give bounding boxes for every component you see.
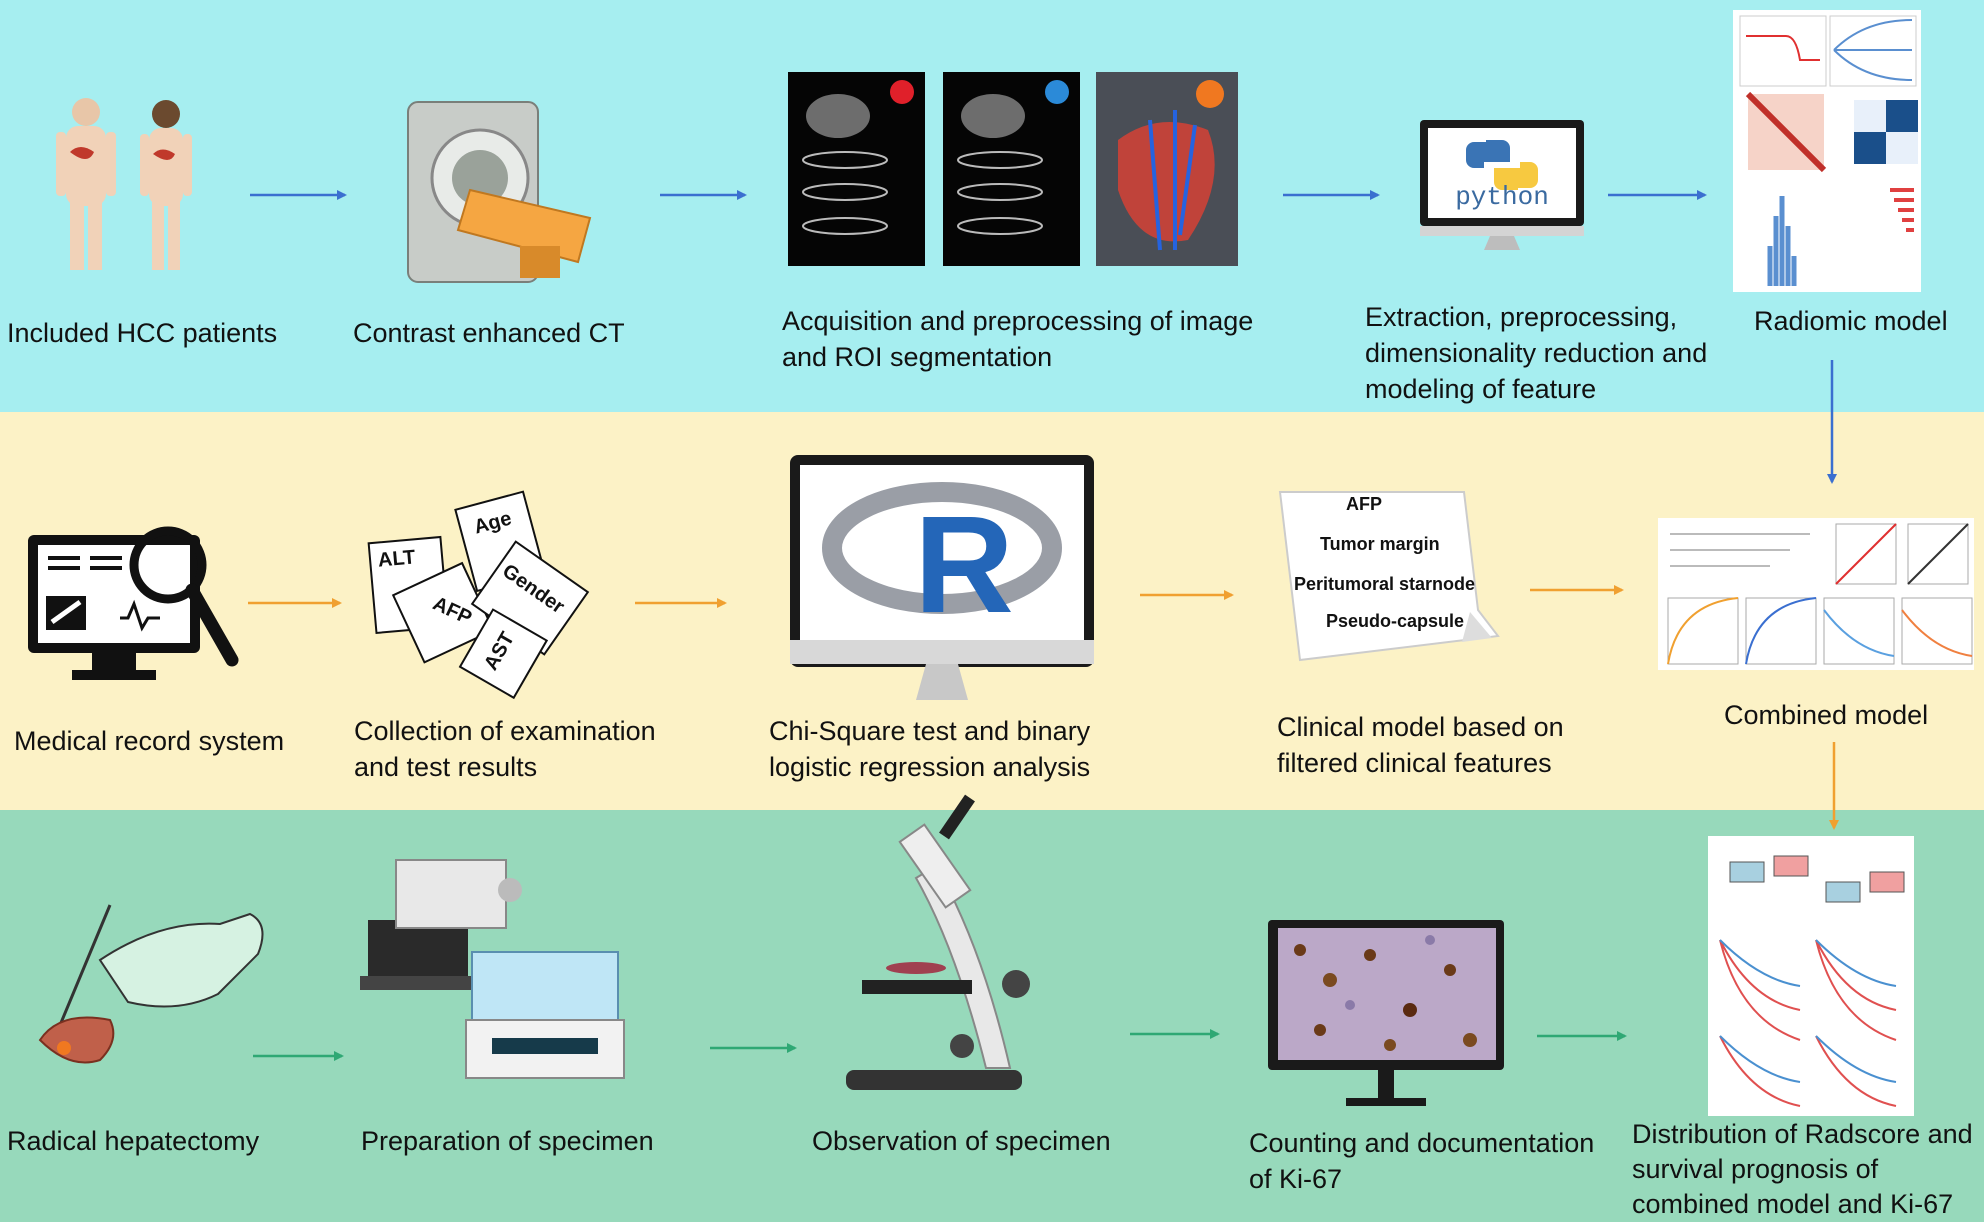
patients-icon bbox=[56, 98, 192, 270]
label-extraction-line-3: modeling of feature bbox=[1365, 374, 1597, 404]
label-preparation-specimen: Preparation of specimen bbox=[361, 1126, 654, 1156]
feature-afp: AFP bbox=[1346, 494, 1382, 514]
medical-record-icon bbox=[28, 526, 239, 680]
label-extraction-line-2: dimensionality reduction and bbox=[1365, 338, 1708, 368]
label-extraction-line-1: Extraction, preprocessing, bbox=[1365, 302, 1678, 332]
python-logo-text: python bbox=[1455, 182, 1549, 212]
label-contrast-enhanced-ct: Contrast enhanced CT bbox=[353, 318, 625, 348]
label-acquisition-line-1: Acquisition and preprocessing of image bbox=[782, 306, 1254, 336]
feature-tumor-margin: Tumor margin bbox=[1320, 534, 1440, 554]
feature-peritumoral-starnode: Peritumoral starnode bbox=[1294, 574, 1476, 594]
radiomic-plots-icon bbox=[1733, 10, 1921, 292]
label-acquisition-line-2: and ROI segmentation bbox=[782, 342, 1053, 372]
ki67-monitor-icon bbox=[1268, 920, 1504, 1106]
label-counting-line-2: of Ki-67 bbox=[1249, 1164, 1343, 1194]
label-radical-hepatectomy: Radical hepatectomy bbox=[7, 1126, 260, 1156]
r-logo-text: R bbox=[914, 488, 1014, 642]
paper-cards-icon bbox=[367, 490, 590, 700]
label-distribution-line-1: Distribution of Radscore and bbox=[1632, 1119, 1973, 1149]
python-monitor-icon: python bbox=[1420, 120, 1584, 250]
label-distribution-line-3: combined model and Ki-67 bbox=[1632, 1189, 1954, 1219]
label-combined-model: Combined model bbox=[1724, 700, 1929, 730]
ct-slices-icon bbox=[788, 72, 1238, 266]
combined-plots-icon bbox=[1658, 518, 1974, 670]
label-clinical-model-line-2: filtered clinical features bbox=[1277, 748, 1552, 778]
label-observation-specimen: Observation of specimen bbox=[812, 1126, 1111, 1156]
label-distribution-line-2: survival prognosis of bbox=[1632, 1154, 1879, 1184]
microscope-icon bbox=[846, 794, 1030, 1090]
label-included-hcc-patients: Included HCC patients bbox=[7, 318, 278, 348]
specimen-equipment-icon bbox=[360, 859, 625, 1079]
clinical-paper-icon bbox=[1278, 491, 1500, 662]
label-counting-line-1: Counting and documentation bbox=[1249, 1128, 1595, 1158]
label-radiomic-model: Radiomic model bbox=[1754, 306, 1948, 336]
feature-pseudo-capsule: Pseudo-capsule bbox=[1326, 611, 1465, 631]
label-collection-line-1: Collection of examination bbox=[354, 716, 656, 746]
label-medical-record-system: Medical record system bbox=[14, 726, 285, 756]
survival-plots-icon bbox=[1708, 836, 1914, 1116]
r-monitor-icon: R bbox=[790, 455, 1094, 700]
label-chi-square-line-2: logistic regression analysis bbox=[769, 752, 1091, 782]
label-collection-line-2: and test results bbox=[354, 752, 538, 782]
card-alt: ALT bbox=[377, 546, 417, 572]
ct-scanner-icon bbox=[407, 101, 592, 283]
hepatectomy-icon bbox=[38, 904, 264, 1064]
label-clinical-model-line-1: Clinical model based on bbox=[1277, 712, 1564, 742]
label-chi-square-line-1: Chi-Square test and binary bbox=[769, 716, 1091, 746]
